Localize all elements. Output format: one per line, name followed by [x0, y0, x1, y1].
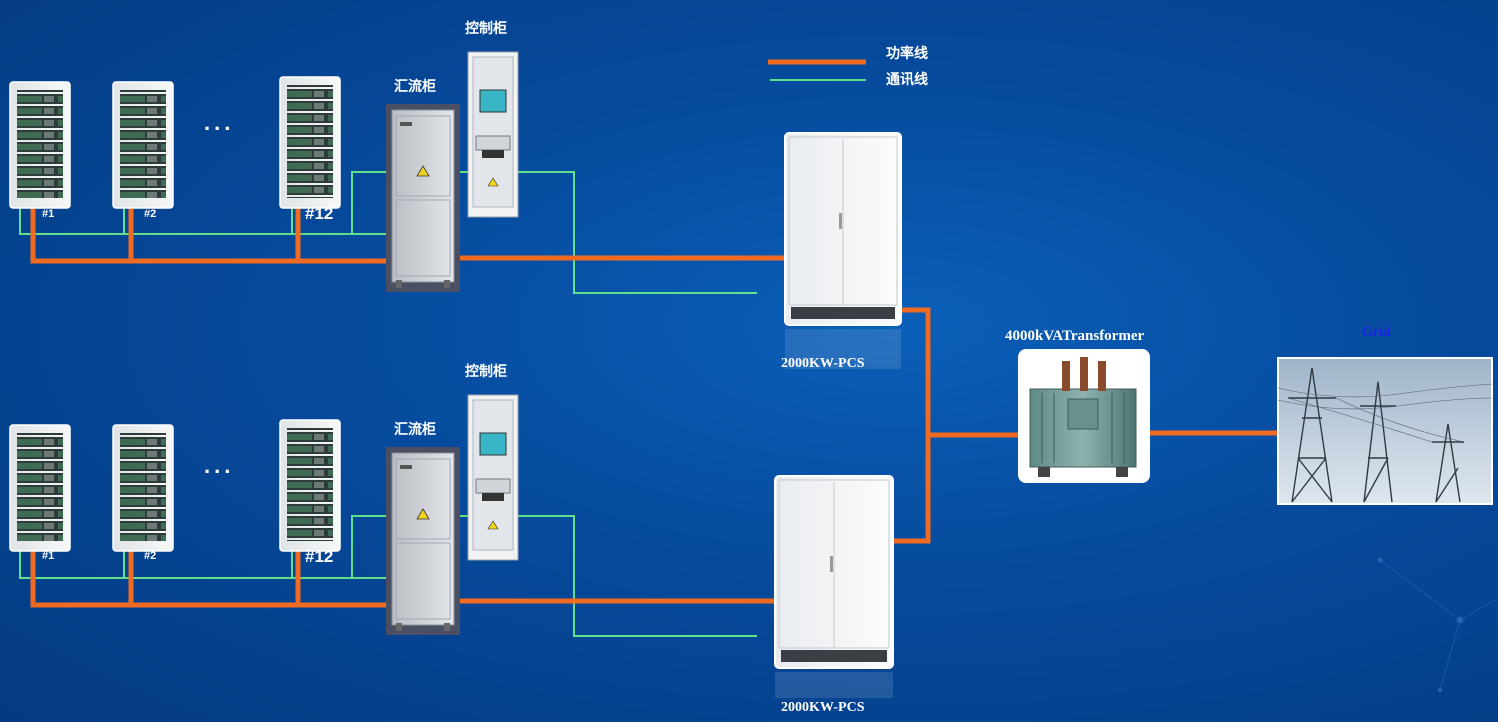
rack-label: #1 [42, 550, 55, 562]
rack-ellipsis: ... [204, 110, 235, 135]
control-label: 控制柜 [465, 21, 507, 37]
rack-label: #2 [144, 550, 157, 562]
legend [768, 59, 866, 81]
transformer [1018, 349, 1150, 483]
transformer-label: 4000kVATransformer [1005, 328, 1145, 344]
legend-comm-label: 通讯线 [886, 72, 928, 88]
combiner-cabinet [386, 447, 460, 635]
control-cabinet [467, 51, 519, 218]
pcs-cabinet [784, 132, 902, 369]
group-2-wiring [19, 515, 775, 637]
rack-label: #12 [305, 547, 334, 566]
ac-power-bus [893, 307, 1278, 544]
control-label: 控制柜 [465, 364, 507, 380]
pcs-label: 2000KW-PCS [781, 700, 865, 715]
pcs-label: 2000KW-PCS [781, 356, 865, 371]
combiner-label: 汇流柜 [394, 422, 436, 438]
battery-rack-1 [9, 81, 71, 209]
pcs-cabinet [774, 475, 894, 698]
battery-rack-12 [279, 419, 341, 552]
combiner-cabinet [386, 104, 460, 292]
rack-label: #12 [305, 204, 334, 223]
battery-rack-1 [9, 424, 71, 552]
group-1-wiring [19, 171, 785, 294]
battery-rack-2 [112, 424, 174, 552]
background-decoration [1377, 557, 1496, 693]
control-cabinet [467, 394, 519, 561]
legend-power-label: 功率线 [886, 46, 928, 62]
battery-rack-12 [279, 76, 341, 209]
rack-ellipsis: ... [204, 453, 235, 478]
battery-rack-2 [112, 81, 174, 209]
grid-image [1277, 357, 1493, 505]
rack-label: #1 [42, 208, 55, 220]
grid-label: Grid [1362, 325, 1391, 340]
combiner-label: 汇流柜 [394, 79, 436, 95]
rack-label: #2 [144, 208, 157, 220]
